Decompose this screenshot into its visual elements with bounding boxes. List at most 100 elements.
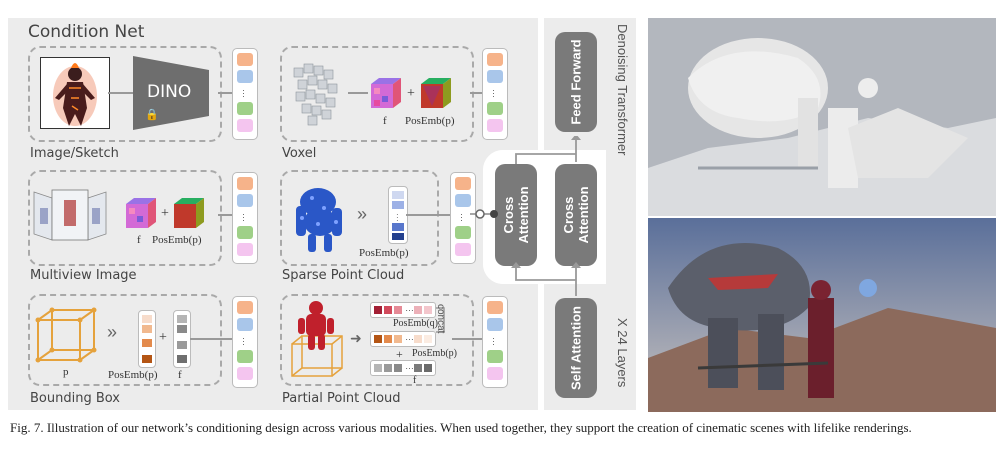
plus-sign: + [407, 86, 415, 101]
bbox-f-column [173, 310, 191, 368]
clay-render-image [648, 18, 996, 216]
token [384, 364, 392, 372]
token [487, 367, 503, 380]
token [455, 226, 471, 239]
partial-posemb-p-label: PosEmb(p) [412, 348, 457, 359]
arrow-partial-to-tokens [452, 338, 484, 340]
multiview-label: Multiview Image [30, 268, 137, 283]
token [237, 367, 253, 380]
voxel-grid-image [288, 58, 348, 128]
token [394, 306, 402, 314]
multiview-token-column: ··· [232, 172, 258, 264]
posemb-p-row: … [370, 331, 436, 347]
ellipsis-dots: ··· [492, 333, 495, 349]
self-attention-block: Self Attention [555, 298, 597, 398]
cross-attention-block-2: Cross Attention [555, 164, 597, 266]
multiview-feature-cube [124, 196, 158, 230]
token [237, 301, 253, 314]
token [392, 233, 404, 240]
dino-label: DINO [147, 82, 192, 102]
denoising-transformer-title: Denoising Transformer [615, 24, 630, 156]
double-chevron-icon: » [357, 204, 368, 224]
bbox-f-label: f [178, 369, 182, 381]
token [392, 191, 404, 199]
condition-net-title: Condition Net [28, 22, 145, 42]
bounding-box-label: Bounding Box [30, 391, 121, 406]
token [237, 70, 253, 83]
ellipsis-dots: … [405, 303, 414, 313]
token [394, 364, 402, 372]
token [394, 335, 402, 343]
dino-encoder: DINO 🔒 [133, 56, 209, 130]
voxel-posemb-label: PosEmb(p) [405, 115, 455, 127]
token [487, 53, 503, 66]
sparse-point-cloud-label: Sparse Point Cloud [282, 268, 405, 283]
self-attention-label: Self Attention [568, 306, 584, 391]
sparse-posemb-label: PosEmb(p) [359, 247, 409, 259]
ellipsis-dots: ··· [492, 85, 495, 101]
ellipsis-dots: ··· [396, 210, 399, 225]
arrow-bbox-to-tokens [190, 338, 234, 340]
token [414, 335, 422, 343]
token [374, 306, 382, 314]
ellipsis-dots: ··· [242, 209, 245, 225]
token [177, 341, 187, 349]
multiview-box [28, 170, 222, 266]
concat-bracket [436, 307, 445, 333]
multiview-f-label: f [137, 234, 141, 246]
token [237, 318, 253, 331]
token [424, 364, 432, 372]
voxel-label: Voxel [282, 146, 317, 161]
concat-label: concat [435, 304, 446, 334]
lock-icon: 🔒 [145, 109, 159, 121]
token [237, 350, 253, 363]
partial-token-column: ··· [482, 296, 508, 388]
token [455, 177, 471, 190]
partial-point-cloud-label: Partial Point Cloud [282, 391, 401, 406]
token [237, 177, 253, 190]
token [487, 70, 503, 83]
plus-sign: + [396, 347, 403, 361]
plus-sign: + [161, 206, 169, 221]
token [392, 201, 404, 209]
token [237, 226, 253, 239]
transformer-arrows [470, 136, 581, 296]
token [455, 243, 471, 256]
token [142, 315, 152, 323]
token [424, 335, 432, 343]
double-chevron-icon: » [107, 322, 118, 342]
arrow-voxel [348, 92, 368, 94]
token [414, 306, 422, 314]
token [237, 194, 253, 207]
feed-forward-block: Feed Forward [555, 32, 597, 132]
figure-caption: Fig. 7. Illustration of our network’s co… [10, 420, 912, 435]
sparse-token-column: ··· [450, 172, 476, 264]
voxel-feature-cube [369, 76, 403, 110]
arrow-voxel-to-tokens [470, 92, 484, 94]
bbox-posemb-label: PosEmb(p) [108, 369, 158, 381]
bbox-posemb-column [138, 310, 156, 368]
layers-label: X 24 Layers [615, 318, 630, 388]
posemb-cube [172, 196, 206, 230]
token [237, 102, 253, 115]
bounding-box-wireframe [34, 306, 100, 366]
multiview-posemb-label: PosEmb(p) [152, 234, 202, 246]
sparse-input-column: ··· [388, 186, 408, 244]
bbox-p-label: p [63, 366, 69, 378]
token [177, 355, 187, 363]
image-token-column: ··· [232, 48, 258, 140]
token [392, 223, 404, 231]
ellipsis-dots: ··· [460, 209, 463, 225]
cinematic-render-image [648, 218, 996, 412]
arrow-icon: ➜ [350, 330, 362, 346]
token [487, 318, 503, 331]
ellipsis-dots: … [405, 332, 414, 342]
partial-f-label: f [413, 375, 417, 386]
token [487, 102, 503, 115]
voxel-f-label: f [383, 115, 387, 127]
token [384, 335, 392, 343]
voxel-token-column: ··· [482, 48, 508, 140]
token [487, 350, 503, 363]
denoising-transformer-title-wrap: Denoising Transformer [612, 24, 630, 184]
layers-label-wrap: X 24 Layers [612, 318, 630, 408]
